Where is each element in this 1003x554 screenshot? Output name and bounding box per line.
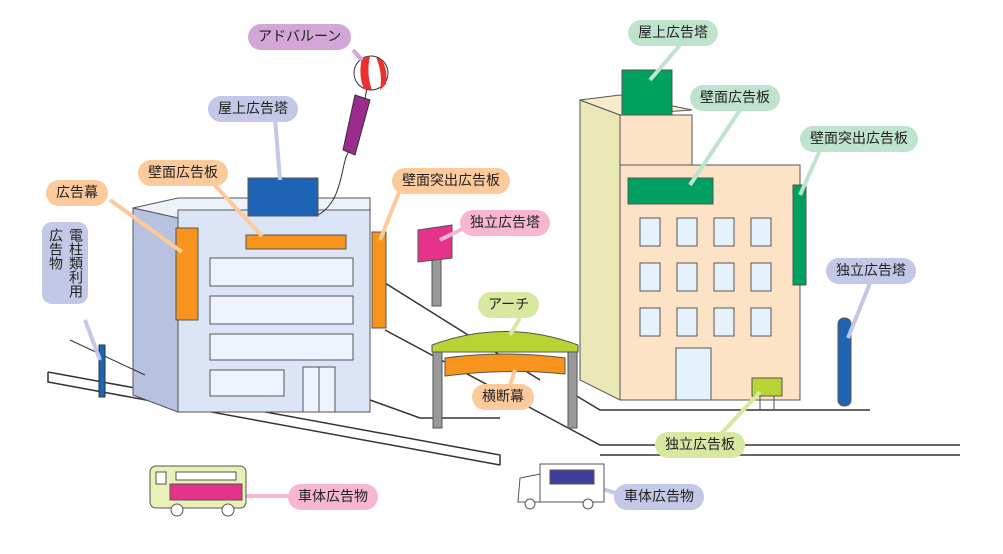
label-standalone-tower-left: 独立広告塔 xyxy=(460,210,550,236)
label-standalone-tower-right: 独立広告塔 xyxy=(826,258,916,284)
label-wall-board-right: 壁面広告板 xyxy=(690,85,780,111)
bus xyxy=(149,465,247,517)
utility-pole xyxy=(69,339,146,398)
rooftop-tower-left-sign xyxy=(247,177,319,217)
label-ad-curtain: 広告幕 xyxy=(46,180,108,206)
label-pole-ad-col1: 電柱類利用 xyxy=(67,228,83,298)
truck xyxy=(517,463,605,510)
right-building xyxy=(579,69,852,410)
label-wall-projecting-right: 壁面突出広告板 xyxy=(800,126,918,152)
rooftop-tower-right-sign xyxy=(621,69,673,116)
arch xyxy=(431,331,579,429)
label-rooftop-tower-right: 屋上広告塔 xyxy=(628,20,718,46)
standalone-board-sign xyxy=(751,377,783,397)
label-vehicle-ad-truck: 車体広告物 xyxy=(614,484,704,510)
label-vehicle-ad-bus: 車体広告物 xyxy=(288,484,378,510)
label-banner: 横断幕 xyxy=(472,384,534,410)
ad-curtain-sign xyxy=(175,227,199,321)
label-arch: アーチ xyxy=(478,292,540,318)
label-wall-board-left: 壁面広告板 xyxy=(138,160,228,186)
label-rooftop-tower-left: 屋上広告塔 xyxy=(208,96,298,122)
standalone-tower-right-sign xyxy=(837,317,852,407)
wall-board-left-sign xyxy=(245,234,347,250)
standalone-tower-left xyxy=(417,224,453,307)
label-ad-balloon: アドバルーン xyxy=(248,24,352,50)
label-pole-ad: 電柱類利用 広告物 xyxy=(42,222,88,304)
label-wall-projecting-left: 壁面突出広告板 xyxy=(392,168,510,194)
wall-board-right-sign xyxy=(627,177,714,205)
ad-balloon xyxy=(317,55,389,216)
wall-projecting-left-sign xyxy=(371,231,387,329)
left-building xyxy=(132,177,387,413)
wall-projecting-right-sign xyxy=(792,184,807,286)
label-standalone-board: 独立広告板 xyxy=(655,432,745,458)
label-pole-ad-col2: 広告物 xyxy=(47,228,63,270)
